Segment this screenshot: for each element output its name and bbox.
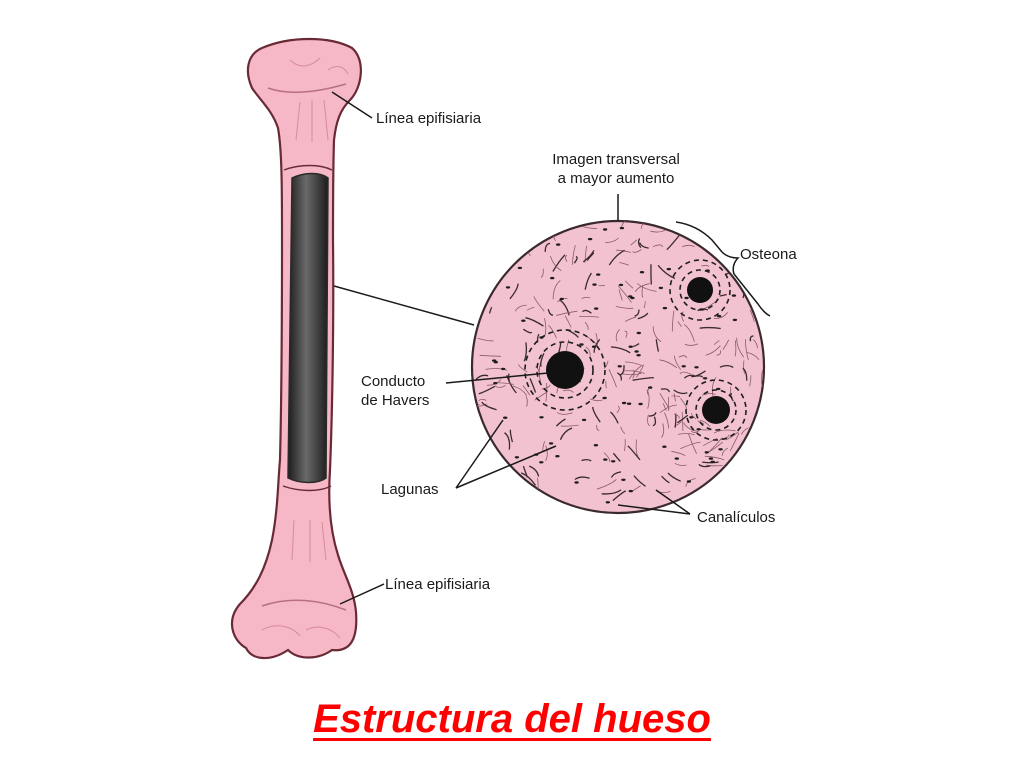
lacuna-dot [620, 227, 624, 229]
lacuna-dot [555, 455, 559, 457]
lacuna-dot [518, 267, 522, 269]
label-cross-section-line1: Imagen transversal [532, 150, 700, 169]
lacuna-dot [539, 416, 543, 418]
lacuna-dot [663, 307, 667, 309]
long-bone [232, 39, 361, 658]
lacuna-dot [697, 428, 701, 430]
haversian-canal-lower [702, 396, 730, 424]
lacuna-dot [503, 417, 507, 419]
leader-bone-to-section [334, 286, 474, 325]
label-cross-section: Imagen transversal a mayor aumento [532, 150, 700, 188]
lacuna-dot [621, 479, 625, 481]
lacuna-dot [618, 365, 622, 367]
label-canaliculi: Canalículos [697, 508, 775, 527]
lacuna-dot [627, 403, 631, 405]
label-osteon: Osteona [740, 245, 797, 264]
lacuna-dot [689, 416, 693, 418]
cross-section [462, 217, 764, 513]
lacuna-dot [667, 268, 671, 270]
label-epiphyseal-line-top: Línea epifisiaria [376, 109, 481, 128]
label-lacunae: Lagunas [381, 480, 439, 499]
lacuna-dot [592, 346, 596, 348]
lacuna-dot [629, 346, 633, 348]
lacuna-dot [515, 456, 519, 458]
lacuna-dot [506, 286, 510, 288]
lacuna-dot [539, 461, 543, 463]
lacuna-dot [594, 444, 598, 446]
lacuna-dot [602, 397, 606, 399]
label-cross-section-line2: a mayor aumento [532, 169, 700, 188]
label-haversian-canal: Conducto de Havers [361, 372, 429, 410]
lacuna-dot [684, 297, 688, 299]
lacuna-dot [682, 365, 686, 367]
marrow-cavity [288, 174, 328, 483]
lacuna-dot [687, 480, 691, 482]
lacuna-dot [521, 320, 525, 322]
lacuna-dot [628, 295, 632, 297]
lacuna-dot [638, 403, 642, 405]
lacuna-dot [637, 332, 641, 334]
label-haversian-line1: Conducto [361, 372, 429, 391]
lacuna-dot [659, 287, 663, 289]
lacuna-dot [733, 319, 737, 321]
lacuna-dot [579, 343, 583, 345]
lacuna-dot [493, 382, 497, 384]
haversian-canal-upper [687, 277, 713, 303]
lacuna-dot [582, 419, 586, 421]
lacuna-dot [550, 277, 554, 279]
lacuna-dot [560, 298, 564, 300]
lacuna-dot [675, 457, 679, 459]
lacuna-dot [549, 442, 553, 444]
lacuna-dot [636, 354, 640, 356]
lacuna-dot [619, 284, 623, 286]
lacuna-dot [711, 461, 715, 463]
lacuna-dot [703, 377, 707, 379]
lacuna-dot [603, 228, 607, 230]
lacuna-dot [694, 366, 698, 368]
lacuna-dot [622, 402, 626, 404]
lacuna-dot [648, 386, 652, 388]
lacuna-dot [634, 350, 638, 352]
lacuna-dot [594, 307, 598, 309]
lacuna-dot [732, 294, 736, 296]
lacuna-dot [556, 243, 560, 245]
lacuna-dot [603, 458, 607, 460]
lacuna-dot [705, 451, 709, 453]
page-title: Estructura del hueso [0, 697, 1024, 742]
lacuna-dot [592, 283, 596, 285]
lacuna-dot [662, 446, 666, 448]
lacuna-dot [501, 368, 505, 370]
lacuna-dot [629, 490, 633, 492]
lacuna-dot [588, 238, 592, 240]
lacuna-dot [640, 271, 644, 273]
lacuna-dot [611, 460, 615, 462]
lacuna-dot [574, 481, 578, 483]
lacuna-dot [718, 448, 722, 450]
haversian-canal-main [546, 351, 584, 389]
lacuna-dot [494, 361, 498, 363]
lacuna-dot [709, 457, 713, 459]
lacuna-dot [596, 273, 600, 275]
lacuna-dot [606, 501, 610, 503]
label-epiphyseal-line-bottom: Línea epifisiaria [385, 575, 490, 594]
label-haversian-line2: de Havers [361, 391, 429, 410]
